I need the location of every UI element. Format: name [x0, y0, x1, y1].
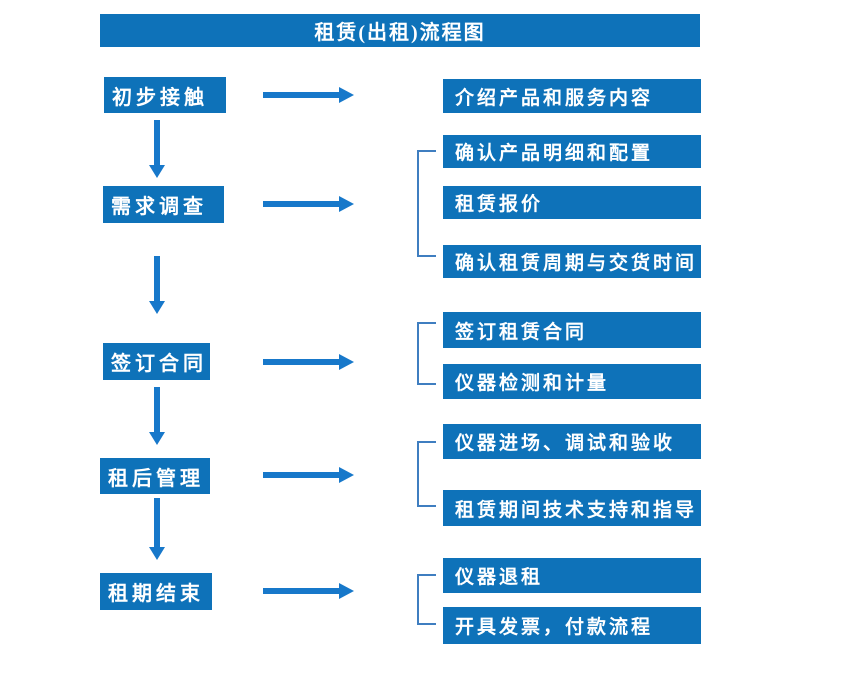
- arrow-down-icon-1: [154, 120, 160, 165]
- detail-box-confirm-details: 确认产品明细和配置: [443, 135, 701, 168]
- title-bar: 租赁(出租)流程图: [100, 14, 700, 47]
- step-box-demand-survey: 需求调查: [103, 186, 224, 223]
- arrow-right-icon-1: [263, 92, 339, 98]
- detail-box-rental-quote: 租赁报价: [443, 186, 701, 219]
- group-bracket-1: [417, 150, 436, 257]
- detail-box-invoice-payment: 开具发票，付款流程: [443, 607, 701, 644]
- group-bracket-4: [417, 574, 436, 625]
- detail-box-tech-support: 租赁期间技术支持和指导: [443, 490, 701, 526]
- group-bracket-2: [417, 322, 436, 385]
- arrow-right-icon-4: [263, 472, 339, 478]
- arrow-down-icon-3: [154, 387, 160, 432]
- detail-box-confirm-period: 确认租赁周期与交货时间: [443, 245, 701, 278]
- arrow-down-icon-4: [154, 498, 160, 547]
- step-box-post-rental: 租后管理: [100, 458, 210, 494]
- arrow-down-icon-2: [154, 256, 160, 301]
- arrow-right-icon-2: [263, 201, 339, 207]
- group-bracket-3: [417, 441, 436, 507]
- step-box-lease-end: 租期结束: [100, 573, 212, 610]
- detail-box-instrument-return: 仪器退租: [443, 558, 701, 593]
- detail-box-instrument-testing: 仪器检测和计量: [443, 364, 701, 399]
- step-box-initial-contact: 初步接触: [104, 77, 226, 113]
- detail-box-sign-rental-contract: 签订租赁合同: [443, 312, 701, 348]
- arrow-right-icon-5: [263, 588, 339, 594]
- arrow-right-icon-3: [263, 359, 339, 365]
- step-box-sign-contract: 签订合同: [103, 343, 210, 380]
- detail-box-introduce-products: 介绍产品和服务内容: [443, 79, 701, 113]
- detail-box-instrument-entry: 仪器进场、调试和验收: [443, 424, 701, 459]
